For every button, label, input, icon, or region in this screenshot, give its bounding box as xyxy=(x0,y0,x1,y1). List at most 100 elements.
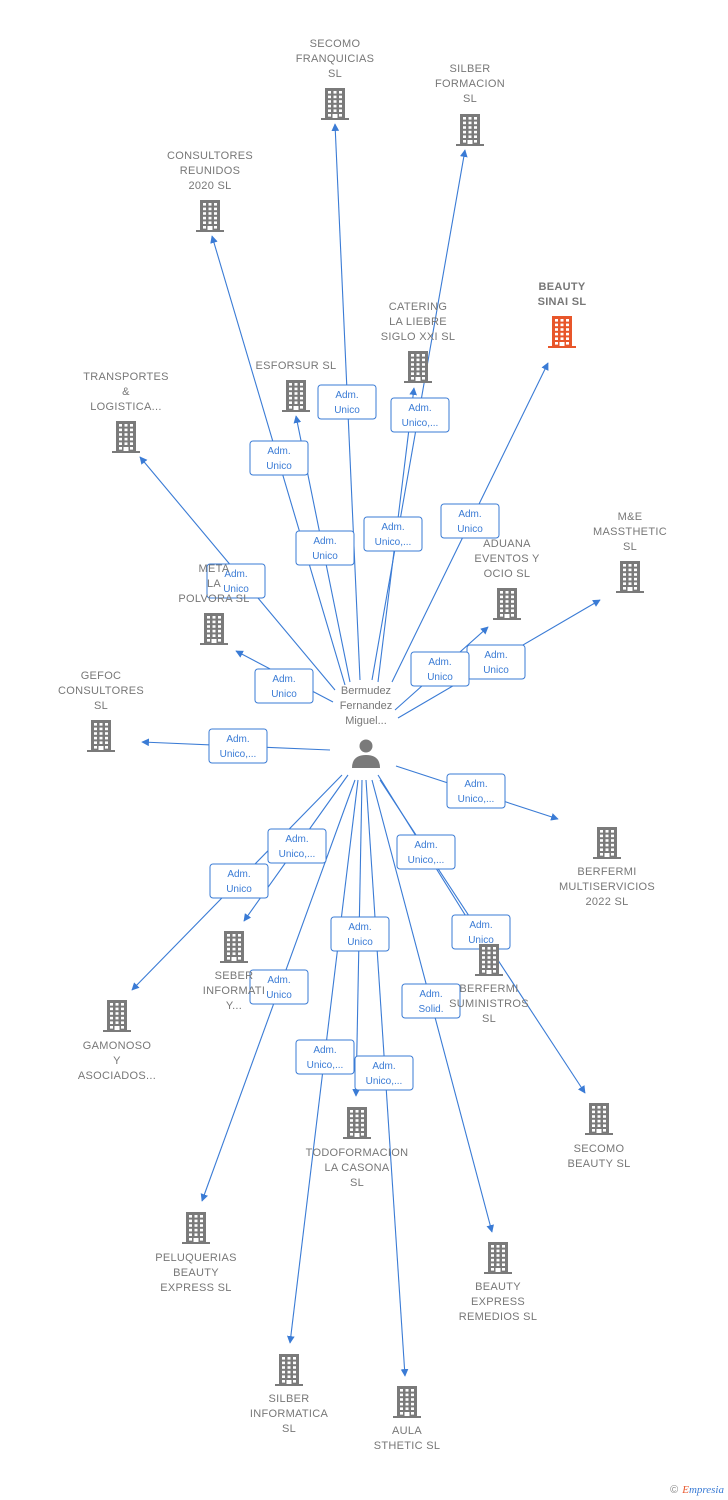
relation-text: Adm. xyxy=(267,975,290,986)
building-icon xyxy=(593,827,621,859)
relation-label-peluquerias-beauty-express[interactable]: Adm.Unico xyxy=(249,969,309,1005)
company-label: ESFORSUR SL xyxy=(256,360,337,372)
company-label: SL xyxy=(350,1177,364,1189)
company-label: SILBER xyxy=(269,1393,310,1405)
company-label: SL xyxy=(328,68,342,80)
building-icon xyxy=(321,88,349,120)
company-label: CATERING xyxy=(389,301,447,313)
company-node-aula-sthetic[interactable]: AULA STHETIC SL xyxy=(374,1386,441,1452)
relation-label-beauty-express-remedios[interactable]: Adm.Solid. xyxy=(401,983,461,1019)
relation-label-berfermi-multiservicios[interactable]: Adm.Unico,... xyxy=(446,773,506,809)
company-node-beauty-express-remedios[interactable]: BEAUTY EXPRESS REMEDIOS SL xyxy=(459,1242,538,1323)
relation-label-berfermi-suministros[interactable]: Adm.Unico,... xyxy=(396,834,456,870)
building-icon xyxy=(343,1107,371,1139)
building-icon xyxy=(275,1354,303,1386)
relation-label-transportes-logistica[interactable]: Adm.Unico xyxy=(206,563,266,599)
company-label: AULA xyxy=(392,1425,422,1437)
company-label: ASOCIADOS... xyxy=(78,1070,156,1082)
relation-text: Solid. xyxy=(418,1004,443,1015)
relation-label-todoformacion-la-casona[interactable]: Adm.Unico xyxy=(330,916,390,952)
relation-label-aduana-eventos[interactable]: Adm.Unico xyxy=(410,651,470,687)
company-label: SIGLO XXI SL xyxy=(381,331,456,343)
person-label: Bermudez xyxy=(341,685,391,697)
relation-label-gefoc-consultores[interactable]: Adm. Unico,... xyxy=(208,728,268,764)
company-label: BEAUTY xyxy=(475,1281,521,1293)
relation-text: Adm. xyxy=(224,569,247,580)
company-label: GAMONOSO xyxy=(83,1040,152,1052)
relation-text: Adm. xyxy=(226,734,249,745)
relation-text: Unico xyxy=(427,672,453,683)
relation-label-catering-la-liebre[interactable]: Adm.Unico,... xyxy=(363,516,423,552)
company-label: TRANSPORTES xyxy=(83,371,169,383)
company-label: MASSTHETIC xyxy=(593,526,667,538)
relation-label-mye-massthetic[interactable]: Adm.Unico xyxy=(466,644,526,680)
relation-text: Unico,... xyxy=(220,749,257,760)
brand-logo: Empresia xyxy=(682,1484,724,1496)
company-label: REMEDIOS SL xyxy=(459,1311,538,1323)
relation-text: Adm. xyxy=(372,1061,395,1072)
company-node-gamonoso-asociados[interactable]: GAMONOSO Y ASOCIADOS... xyxy=(78,1000,156,1082)
relation-label-silber-informatica[interactable]: Adm. Unico,... xyxy=(295,1039,355,1075)
relation-label-beauty-sinai[interactable]: Adm.Unico xyxy=(440,503,500,539)
relation-label-seber-informatica[interactable]: Adm.Unico,... xyxy=(267,828,327,864)
relation-label-silber-formacion[interactable]: Adm.Unico,... xyxy=(390,397,450,433)
relation-label-secomo-franquicias[interactable]: Adm.Unico xyxy=(317,384,377,420)
company-node-seber-informatica[interactable]: SEBERINFORMATIY... xyxy=(203,931,265,1012)
center-person-node[interactable]: BermudezFernandezMiguel... xyxy=(340,685,393,768)
company-label: SUMINISTROS xyxy=(449,998,529,1010)
company-label: LA xyxy=(207,578,221,590)
company-label: 2020 SL xyxy=(188,180,231,192)
relation-label-aula-sthetic[interactable]: Adm. Unico,... xyxy=(354,1055,414,1091)
relation-text: Adm. xyxy=(313,1045,336,1056)
company-label: BEAUTY SL xyxy=(567,1158,630,1170)
relation-text: Unico,... xyxy=(375,537,412,548)
building-icon xyxy=(282,380,310,412)
company-label: FRANQUICIAS xyxy=(296,53,374,65)
company-label: EXPRESS xyxy=(471,1296,525,1308)
company-node-esforsur[interactable]: ESFORSUR SL xyxy=(256,360,337,412)
company-label: BERFERMI xyxy=(459,983,518,995)
relation-text: Adm. xyxy=(348,922,371,933)
company-label: INFORMATICA xyxy=(250,1408,329,1420)
relation-label-meta-la-polvora[interactable]: Adm.Unico xyxy=(254,668,314,704)
building-icon xyxy=(200,613,228,645)
company-label: TODOFORMACION xyxy=(306,1147,409,1159)
company-label: STHETIC SL xyxy=(374,1440,441,1452)
company-label: EVENTOS Y xyxy=(474,553,540,565)
relation-text: Unico xyxy=(334,405,360,416)
building-icon xyxy=(484,1242,512,1274)
relation-text: Adm. xyxy=(267,446,290,457)
building-icon xyxy=(475,944,503,976)
relation-label-secomo-beauty[interactable]: Adm.Unico xyxy=(451,914,511,950)
person-icon xyxy=(352,739,380,768)
company-label: Y xyxy=(113,1055,121,1067)
company-label: ADUANA xyxy=(483,538,531,550)
person-label: Fernandez xyxy=(340,700,393,712)
relation-text: Unico,... xyxy=(307,1060,344,1071)
footer-brand[interactable]: ©Empresia xyxy=(670,1484,724,1496)
relation-text: Unico xyxy=(457,524,483,535)
building-icon xyxy=(87,720,115,752)
relation-label-consultores-reunidos[interactable]: Adm.Unico xyxy=(249,440,309,476)
company-node-transportes-logistica[interactable]: TRANSPORTES&LOGISTICA... xyxy=(83,371,169,453)
company-label: & xyxy=(122,386,130,398)
relation-label-esforsur[interactable]: Adm.Unico xyxy=(295,530,355,566)
building-icon xyxy=(548,316,576,348)
relation-text: Unico,... xyxy=(366,1076,403,1087)
relation-label-gamonoso-asociados[interactable]: Adm.Unico xyxy=(209,863,269,899)
